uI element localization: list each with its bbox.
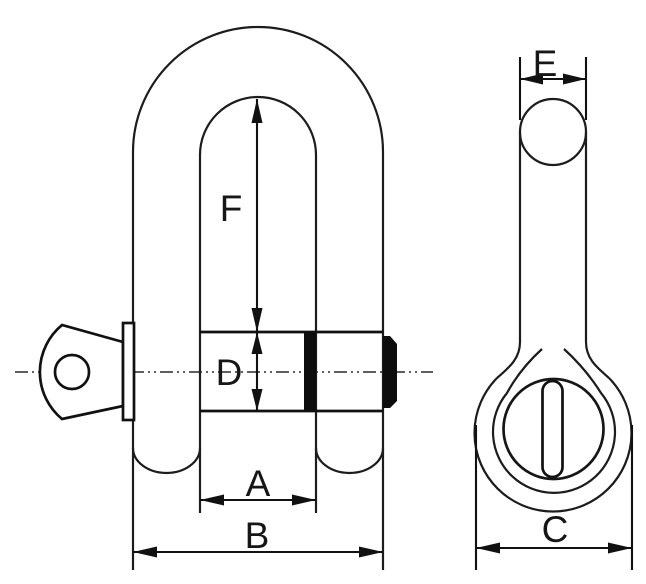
pin-head-eye-hole [53,353,91,391]
pin-shoulder-band [304,332,316,411]
front-view: F D A B [15,25,433,570]
shackle-outer-bow [131,25,385,570]
dim-label-d: D [216,352,243,393]
side-body-right-edge [584,132,610,379]
dim-c-arrow-right [608,542,632,554]
dim-a-arrow-left [200,494,224,506]
dimension-b: B [133,515,383,558]
dim-label-f: F [220,188,243,229]
side-view: E C [473,43,634,570]
side-body-left-edge [496,132,522,379]
dim-c-arrow-left [476,542,500,554]
pin-collar [121,321,136,422]
bow-section-circle [518,97,588,167]
eye-boss-outline [473,377,633,513]
dim-b-arrow-left [133,546,157,558]
pin-head [38,323,125,421]
shackle-inner-bow [198,95,318,513]
dim-label-a: A [246,463,271,504]
dim-e-arrow-right [563,73,586,85]
eye-pin-face-circle [502,377,605,481]
pin-threaded-end [383,336,397,408]
dimension-a: A [200,463,316,506]
dim-b-arrow-right [359,546,383,558]
dimension-d: D [216,332,263,411]
dim-e-arrow-left [520,73,543,85]
dim-f-arrow-down [251,308,263,332]
dimension-e: E [518,43,588,120]
dim-d-arrow-up [251,332,263,354]
dim-f-arrow-up [251,99,263,123]
eye-inner-fillet [491,348,617,494]
dim-d-arrow-down [251,389,263,411]
dim-label-e: E [533,43,558,84]
pin-screw-slot [541,379,564,479]
dim-label-b: B [245,515,270,556]
dim-a-arrow-right [292,494,316,506]
dimension-f: F [220,99,263,332]
right-leg-bottom-arc [314,447,385,475]
dim-label-c: C [542,509,569,550]
screw-pin [38,321,397,422]
left-leg-bottom-arc [131,447,202,475]
dimension-c: C [474,425,634,570]
